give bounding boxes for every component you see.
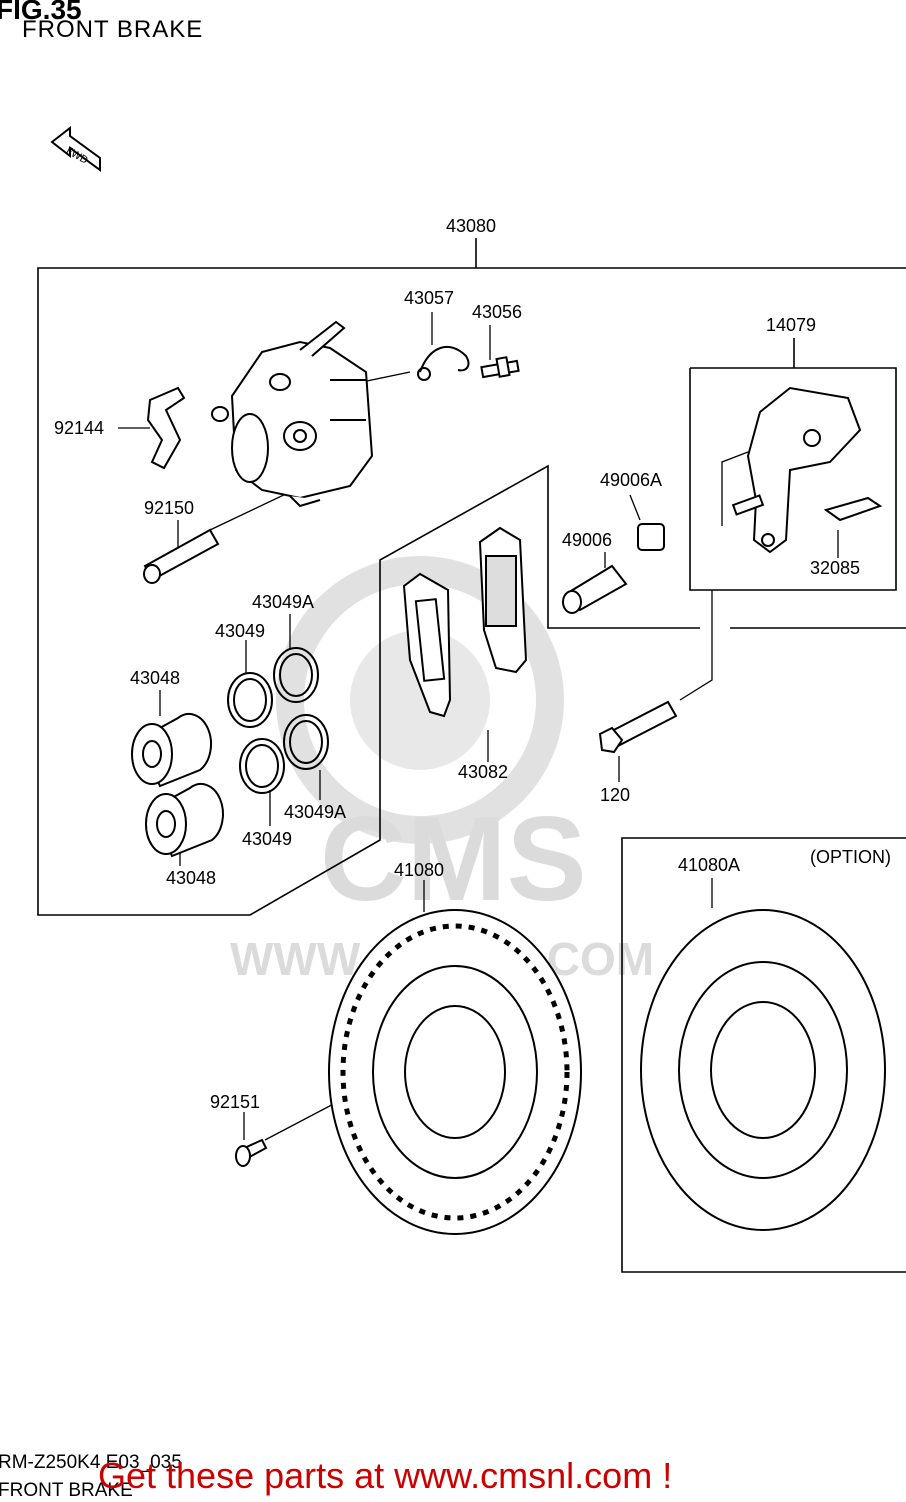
brake-disc-41080 <box>328 909 582 1235</box>
label-92151: 92151 <box>210 1092 260 1112</box>
fwd-arrow-icon: FWD <box>50 125 101 172</box>
brake-disc-41080A <box>640 909 886 1231</box>
label-92144: 92144 <box>54 418 104 438</box>
pad-spring-92144 <box>146 386 186 470</box>
watermark-brand: CMS <box>320 792 587 926</box>
pin-49006 <box>562 564 628 614</box>
watermark: CMS WWW.CMSNL.COM <box>230 556 654 985</box>
caliper-body <box>211 320 374 508</box>
label-43048-bottom: 43048 <box>166 868 216 888</box>
label-41080: 41080 <box>394 860 444 880</box>
label-43049A-bottom: 43049A <box>284 802 346 822</box>
label-43048-top: 43048 <box>130 668 180 688</box>
label-49006A: 49006A <box>600 470 662 490</box>
caliper-bracket-14079 <box>731 386 883 554</box>
label-14079: 14079 <box>766 315 816 335</box>
piston-43048-top <box>131 713 213 788</box>
bolt-120 <box>598 700 678 754</box>
figure-number: FIG.35 <box>0 0 82 25</box>
piston-43048-bottom <box>145 783 225 858</box>
label-43057: 43057 <box>404 288 454 308</box>
bolt-92151 <box>235 1138 268 1167</box>
label-43080: 43080 <box>446 216 496 236</box>
label-43049-bottom: 43049 <box>242 829 292 849</box>
page-title: FRONT BRAKE <box>22 16 204 43</box>
label-43056: 43056 <box>472 302 522 322</box>
diagram-code: RM-Z250K4 E03_035 <box>0 1452 182 1473</box>
label-43049-top: 43049 <box>215 621 265 641</box>
label-49006: 49006 <box>562 530 612 550</box>
promo-link[interactable]: Get these parts at www.cmsnl.com ! <box>98 1455 673 1496</box>
brake-pads-43082 <box>402 526 528 718</box>
label-32085: 32085 <box>810 558 860 578</box>
footer-title: FRONT BRAKE <box>0 1480 133 1501</box>
pin-92150 <box>143 528 220 584</box>
label-41080A: 41080A <box>678 855 740 875</box>
clip-43057 <box>417 346 470 381</box>
label-43049A-top: 43049A <box>252 592 314 612</box>
part-labels: 43080 43057 43056 14079 92144 49006A 921… <box>54 216 891 1112</box>
caliper-assembly-frame <box>37 238 906 1273</box>
boot-49006A <box>637 523 665 551</box>
label-43082: 43082 <box>458 762 508 782</box>
label-92150: 92150 <box>144 498 194 518</box>
label-option: (OPTION) <box>810 847 891 867</box>
seals-43049 <box>227 647 329 794</box>
bleeder-valve-43056 <box>480 356 520 379</box>
label-120: 120 <box>600 785 630 805</box>
